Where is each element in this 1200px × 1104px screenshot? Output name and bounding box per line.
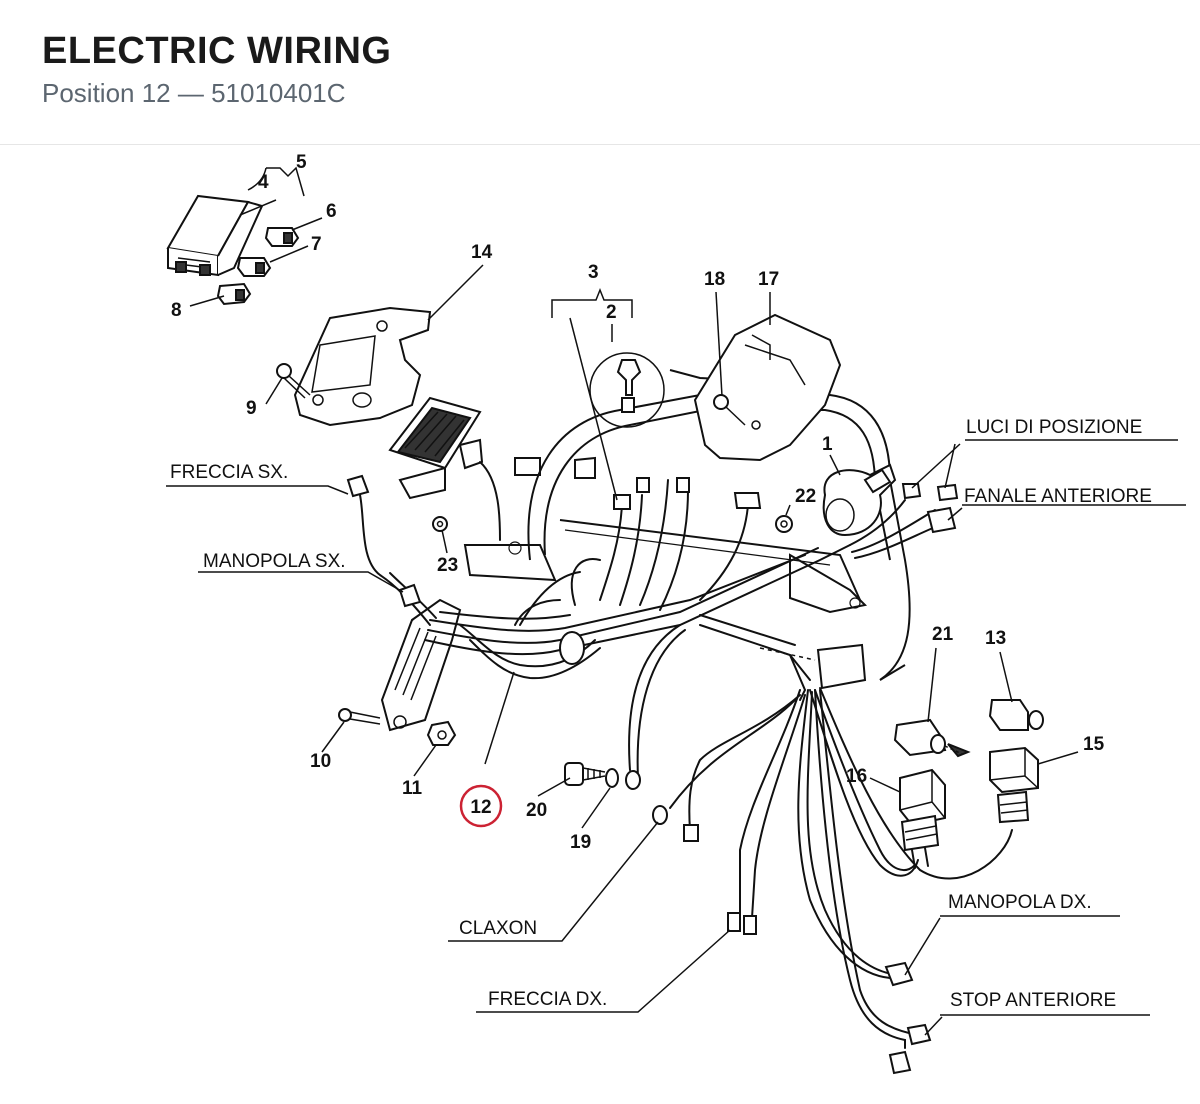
callout-12-highlight: 12	[459, 784, 503, 828]
callout-14: 14	[471, 242, 493, 263]
callout-18: 18	[704, 269, 725, 290]
harness-branches-left	[346, 474, 437, 626]
callout-1: 1	[822, 434, 833, 455]
nut-11	[426, 720, 457, 746]
fuse-7	[236, 257, 272, 277]
callout-17: 17	[758, 269, 779, 290]
dashboard-bracket	[293, 306, 432, 427]
fuse-8	[216, 282, 252, 306]
handlebar-frame	[463, 369, 911, 681]
washer-10	[393, 715, 407, 729]
label-freccia-sx: FRECCIA SX.	[170, 462, 288, 483]
callout-19: 19	[570, 832, 591, 853]
leader-lines	[166, 166, 1186, 1036]
label-manopola-dx: MANOPOLA DX.	[948, 892, 1092, 913]
label-freccia-dx: FRECCIA DX.	[488, 989, 607, 1010]
callout-5: 5	[296, 152, 307, 173]
callout-8: 8	[171, 300, 182, 321]
light-switch	[822, 463, 897, 537]
relay-15	[989, 746, 1039, 824]
callout-10: 10	[310, 751, 331, 772]
washer-19	[605, 768, 619, 788]
label-stop-anteriore: STOP ANTERIORE	[950, 990, 1116, 1011]
callout-numbers: 1 2 3 4 5 6 7 8 9 10 11 13 14 15 16 17 1…	[171, 152, 1105, 853]
callout-21: 21	[932, 624, 954, 645]
nut-23	[432, 516, 448, 532]
callout-11: 11	[402, 778, 423, 799]
label-fanale-anteriore: FANALE ANTERIORE	[964, 486, 1152, 507]
label-manopola-sx: MANOPOLA SX.	[203, 551, 346, 572]
fuse-box	[166, 194, 264, 277]
screw-10	[338, 708, 381, 725]
page-subtitle: Position 12 — 51010401C	[42, 78, 346, 108]
washer-22	[775, 515, 793, 533]
sensor-21	[893, 718, 971, 758]
callout-20: 20	[526, 800, 547, 821]
callout-22: 22	[795, 486, 816, 507]
screw-9	[276, 363, 311, 399]
mount-plate	[759, 643, 867, 690]
callout-4: 4	[258, 172, 269, 193]
callout-15: 15	[1083, 734, 1105, 755]
label-claxon: CLAXON	[459, 918, 537, 939]
callout-13: 13	[985, 628, 1006, 649]
callout-16: 16	[846, 766, 867, 787]
harness-branches-top	[479, 461, 762, 611]
label-luci-posizione: LUCI DI POSIZIONE	[966, 417, 1142, 438]
relay-16	[899, 768, 946, 869]
main-harness	[424, 544, 851, 701]
instrument-cover	[693, 313, 842, 462]
callout-3: 3	[588, 262, 599, 283]
wiring-diagram: 1 2 3 4 5 6 7 8 9 10 11 13 14 15 16 17 1…	[166, 152, 1186, 1075]
regulator	[380, 598, 462, 732]
callout-9: 9	[246, 398, 257, 419]
callout-2: 2	[606, 302, 617, 323]
harness-branches-right	[849, 483, 959, 559]
page-title: ELECTRIC WIRING	[42, 30, 392, 72]
connector-block	[388, 396, 484, 500]
page-header: ELECTRIC WIRING Position 12 — 51010401C	[0, 0, 1200, 145]
screw-20	[564, 762, 606, 786]
callout-23: 23	[437, 555, 458, 576]
callout-7: 7	[311, 234, 322, 255]
fuse-6	[264, 227, 300, 247]
connector-detail-2	[589, 352, 665, 428]
callout-12: 12	[470, 797, 491, 818]
sensor-13	[988, 699, 1044, 731]
highlight-ring	[459, 784, 503, 828]
harness-branches-bottom	[625, 624, 1013, 1075]
text-labels: FRECCIA SX. MANOPOLA SX. LUCI DI POSIZIO…	[170, 417, 1152, 1011]
callout-6: 6	[326, 201, 337, 222]
